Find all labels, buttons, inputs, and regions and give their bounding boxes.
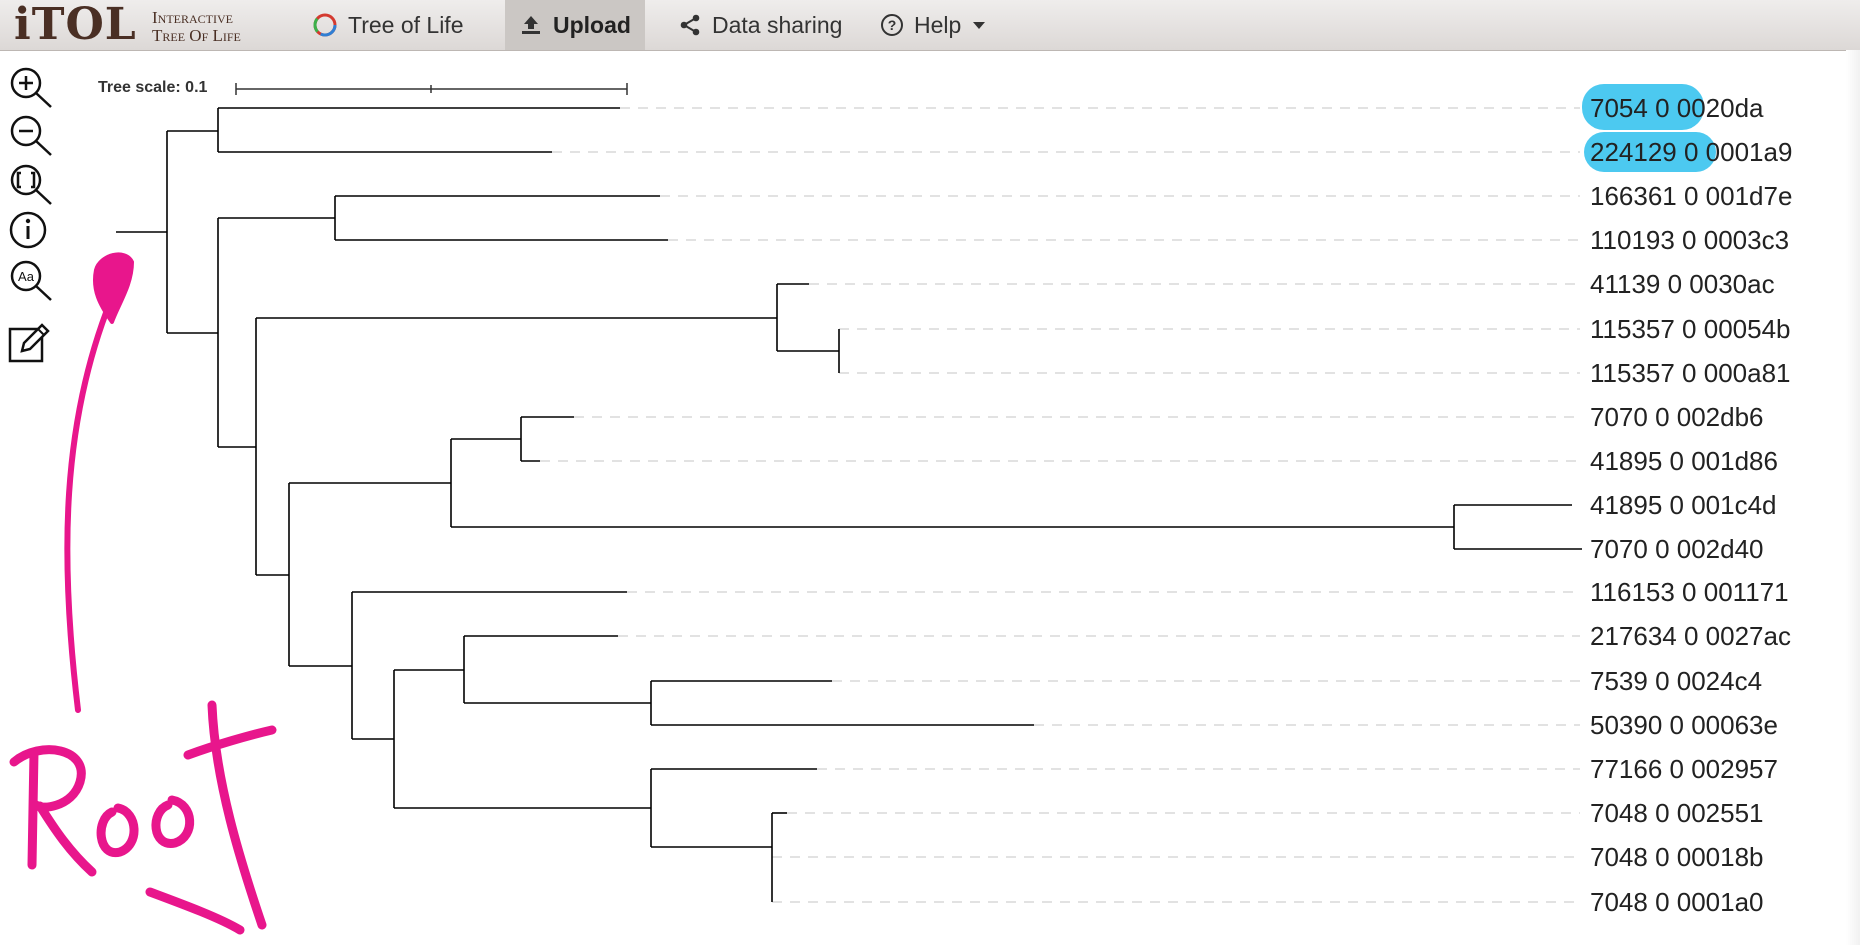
font-size-icon: Aa bbox=[10, 260, 52, 301]
leaf-label[interactable]: 115357 0 00054b bbox=[1590, 314, 1791, 344]
nav-label: Data sharing bbox=[712, 11, 843, 38]
leaf-label[interactable]: 110193 0 0003c3 bbox=[1590, 225, 1790, 255]
leaf-label[interactable]: 7070 0 002d40 bbox=[1590, 534, 1764, 564]
leaf-label[interactable]: 41895 0 001c4d bbox=[1590, 490, 1777, 520]
svg-text:Aa: Aa bbox=[18, 269, 35, 284]
fit-to-screen-button[interactable] bbox=[6, 161, 54, 207]
leaf-label[interactable]: 41895 0 001d86 bbox=[1590, 446, 1778, 476]
leaf-label[interactable]: 217634 0 0027ac bbox=[1590, 621, 1791, 651]
logo-subtitle: Interactive Tree Of Life bbox=[152, 8, 241, 45]
leaf-label[interactable]: 166361 0 001d7e bbox=[1590, 181, 1793, 211]
leaf-connectors bbox=[540, 107, 1580, 903]
zoom-out-button[interactable] bbox=[6, 112, 54, 158]
leaf-label[interactable]: 50390 0 00063e bbox=[1590, 710, 1778, 740]
leaf-label[interactable]: 77166 0 002957 bbox=[1590, 754, 1778, 784]
leaf-highlight bbox=[1584, 132, 1716, 172]
tree-of-life-icon bbox=[312, 12, 338, 38]
leaf-highlight bbox=[1582, 84, 1704, 130]
nav-upload[interactable]: Upload bbox=[505, 0, 645, 50]
info-button[interactable] bbox=[6, 208, 54, 254]
help-icon: ? bbox=[880, 13, 904, 37]
tree-scale-label: Tree scale: 0.1 bbox=[98, 79, 208, 96]
leaf-label[interactable]: 7048 0 00018b bbox=[1590, 842, 1764, 872]
nav-label: Upload bbox=[553, 11, 631, 38]
window-edge bbox=[1846, 50, 1860, 945]
nav-label: Help bbox=[914, 11, 962, 38]
leaf-label[interactable]: 7070 0 002db6 bbox=[1590, 402, 1764, 432]
nav-label: Tree of Life bbox=[348, 11, 464, 38]
zoom-out-icon bbox=[10, 115, 52, 156]
upload-icon bbox=[519, 13, 543, 37]
leaf-label[interactable]: 7539 0 0024c4 bbox=[1590, 666, 1763, 696]
font-size-button[interactable]: Aa bbox=[6, 257, 54, 303]
chevron-down-icon bbox=[973, 21, 986, 29]
zoom-in-icon bbox=[10, 67, 52, 108]
share-icon bbox=[678, 13, 702, 37]
leaf-label[interactable]: 7048 0 002551 bbox=[1590, 798, 1764, 828]
edit-icon bbox=[8, 323, 50, 363]
leaf-label[interactable]: 7054 0 0020da bbox=[1590, 93, 1764, 123]
nav-tree-of-life[interactable]: Tree of Life bbox=[312, 0, 463, 50]
annotation-arrow bbox=[64, 252, 134, 713]
tree-scale-bar bbox=[235, 83, 628, 95]
fit-to-screen-icon bbox=[10, 164, 52, 205]
logo-text: iTOL bbox=[14, 0, 137, 50]
top-navigation-bar: iTOL Interactive Tree Of Life Tree of Li… bbox=[0, 0, 1860, 51]
nav-help[interactable]: ? Help bbox=[880, 0, 986, 50]
root-annotation bbox=[9, 252, 277, 935]
leaf-label[interactable]: 224129 0 0001a9 bbox=[1590, 137, 1793, 167]
phylogenetic-tree[interactable] bbox=[0, 50, 1860, 945]
leaf-label[interactable]: 7048 0 0001a0 bbox=[1590, 887, 1764, 917]
leaf-label[interactable]: 41139 0 0030ac bbox=[1590, 269, 1775, 299]
annotation-root-text bbox=[9, 700, 277, 935]
info-icon bbox=[9, 211, 47, 249]
leaf-label[interactable]: 115357 0 000a81 bbox=[1590, 358, 1791, 388]
tree-branches bbox=[116, 107, 1582, 902]
leaf-label[interactable]: 116153 0 001171 bbox=[1590, 577, 1789, 607]
nav-data-sharing[interactable]: Data sharing bbox=[678, 0, 842, 50]
edit-button[interactable] bbox=[6, 321, 54, 367]
svg-text:?: ? bbox=[888, 17, 897, 33]
zoom-in-button[interactable] bbox=[6, 64, 54, 110]
